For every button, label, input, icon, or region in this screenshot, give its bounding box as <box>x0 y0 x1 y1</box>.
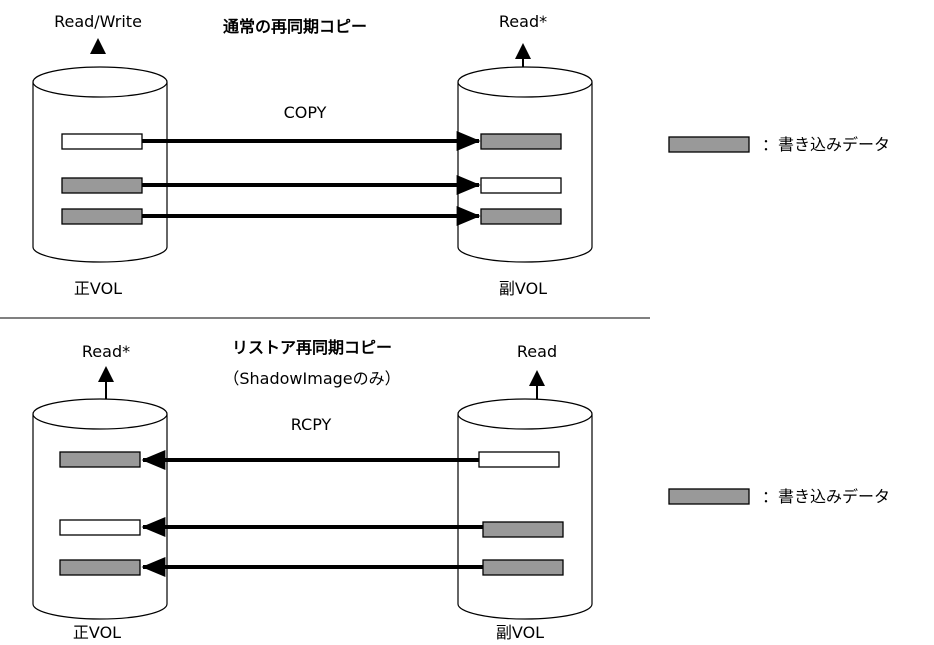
bottom-secondary-data-block <box>482 559 564 576</box>
bottom-primary-data-block <box>59 559 141 576</box>
bottom-primary-data-block <box>59 519 141 536</box>
top-primary-data-block <box>61 177 143 194</box>
top-secondary-data-block <box>480 177 562 194</box>
top-secondary-volume-cylinder <box>457 66 593 263</box>
top-secondary-data-block <box>480 133 562 150</box>
bottom-primary-volume-cylinder <box>32 398 168 620</box>
bottom-secondary-io-label: Read <box>517 342 557 361</box>
top-secondary-data-block <box>480 208 562 225</box>
bottom-primary-io-label: Read* <box>82 342 130 361</box>
legend-top: ：書き込みデータ <box>668 135 890 154</box>
written-data-swatch <box>668 488 750 505</box>
bottom-primary-volume-label: 正VOL <box>73 623 121 642</box>
bottom-secondary-data-block <box>482 521 564 538</box>
bottom-copy-label: RCPY <box>291 415 332 434</box>
bottom-secondary-volume-label: 副VOL <box>496 623 544 642</box>
top-secondary-volume-label: 副VOL <box>499 279 547 298</box>
top-secondary-io-label: Read* <box>499 12 547 31</box>
top-primary-volume-label: 正VOL <box>74 279 122 298</box>
normal-resync-section: Read/Write 通常の再同期コピー Read* COPY 正VOL 副VO… <box>32 12 593 298</box>
top-primary-data-block <box>61 133 143 150</box>
restore-resync-section: Read* リストア再同期コピー （ShadowImageのみ） Read RC… <box>32 338 593 642</box>
bottom-primary-data-block <box>59 451 141 468</box>
top-copy-label: COPY <box>284 103 327 122</box>
written-data-swatch <box>668 136 750 153</box>
bottom-secondary-volume-cylinder <box>457 398 593 620</box>
top-primary-io-label: Read/Write <box>54 12 142 31</box>
legend-bottom: ：書き込みデータ <box>668 487 890 506</box>
legend-label: ：書き込みデータ <box>762 487 890 506</box>
top-primary-data-block <box>61 208 143 225</box>
bottom-secondary-data-block <box>478 451 560 468</box>
bottom-section-subtitle: （ShadowImageのみ） <box>223 369 400 388</box>
top-primary-volume-cylinder <box>32 66 168 263</box>
top-section-title: 通常の再同期コピー <box>223 17 367 36</box>
legend-label: ：書き込みデータ <box>762 135 890 154</box>
bottom-section-title: リストア再同期コピー <box>232 338 392 357</box>
